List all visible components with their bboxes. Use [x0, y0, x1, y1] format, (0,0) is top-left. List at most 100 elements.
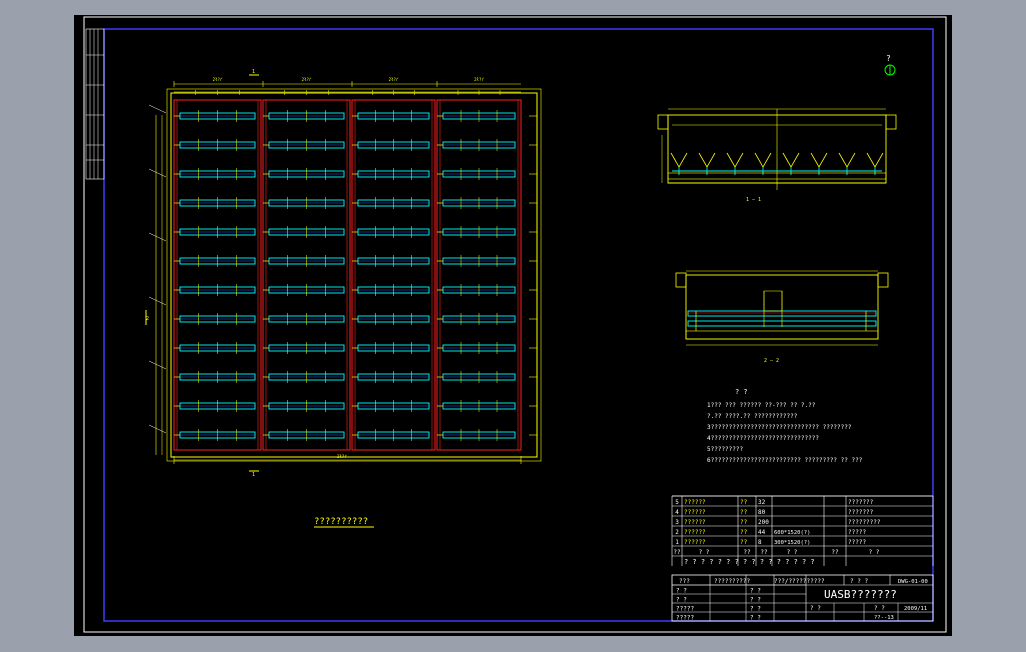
plan-pipe-row	[263, 284, 345, 296]
plan-pipe-row	[174, 429, 256, 441]
title-sheet-label: ? ?	[874, 605, 885, 612]
section-2-base	[685, 330, 879, 340]
bom-row: 4????????80???????	[672, 505, 933, 516]
title-left-row-label: ? ?	[676, 588, 687, 595]
section-1-base	[667, 172, 887, 180]
bom-row: 3????????200?????????	[672, 515, 933, 526]
title-left-row-value: ? ?	[750, 597, 761, 604]
plan-pipe-row	[174, 139, 256, 151]
bom-row-remark: ???????	[848, 499, 874, 506]
plan-cell	[173, 99, 262, 451]
plan-caption: ??????????	[314, 517, 368, 527]
section-1-view	[657, 108, 897, 190]
drawing-title: UASB???????	[824, 588, 897, 601]
detail-marker: ?	[884, 54, 896, 76]
plan-pipe-row	[263, 371, 345, 383]
plan-outline-outer	[166, 88, 542, 462]
plan-pipe-row	[263, 400, 345, 412]
plan-cell	[351, 99, 436, 451]
section-1-hood-shape	[698, 152, 716, 168]
plan-pipe-row	[263, 110, 345, 122]
bom-row-name: ??????	[684, 529, 706, 536]
plan-cell-wall	[436, 99, 522, 451]
plan-walls	[166, 88, 542, 462]
plan-leader-line	[148, 360, 167, 370]
title-left-row-label: ?????	[676, 606, 694, 613]
bom-row-name: ??????	[684, 509, 706, 516]
plan-pipe-row	[437, 255, 516, 267]
section-1-left-ledge	[657, 114, 669, 130]
plan-pipe-row	[352, 197, 430, 209]
plan-pipe-row	[437, 284, 516, 296]
plan-cell-wall	[351, 99, 436, 451]
section-1-hood	[866, 152, 884, 175]
plan-pipe-row	[437, 110, 516, 122]
bom-row-spec: 300*1520(?)	[774, 540, 810, 546]
title-sheet-no: ??--13	[874, 615, 894, 621]
title-r1c2: ??????????	[714, 578, 751, 585]
plan-top-dim-label: 2ł?ŕ	[389, 77, 399, 82]
plan-pipe-row	[352, 284, 430, 296]
title-block: ????????????????/??????????? ? ?DWG-01-0…	[671, 574, 934, 622]
notes-block: ? ? 1??? ??? ?????? ??-??? ?? ?.?? ?.?? …	[707, 388, 863, 464]
plan-leader-line	[148, 424, 167, 434]
plan-pipe-row	[263, 226, 345, 238]
bom-row-qty: 32	[758, 499, 766, 506]
bom-row-unit: ??	[740, 509, 748, 516]
section-1-hood-shape	[810, 152, 828, 168]
plan-pipes	[174, 110, 516, 441]
section-1-hood-shape	[726, 152, 744, 168]
section-1-hood-shape	[838, 152, 856, 168]
title-left-row-value: ? ?	[750, 606, 761, 613]
title-left-row-label: ?????	[676, 615, 694, 622]
plan-pipe-row	[174, 197, 256, 209]
bom-row-unit: ??	[740, 539, 748, 546]
plan-cell-wall	[173, 99, 262, 451]
bom-row-remark: ?????????	[848, 519, 881, 526]
plan-pipe-row	[437, 139, 516, 151]
plan-pipe-row	[263, 255, 345, 267]
title-block-frame	[671, 574, 934, 622]
bom-row-qty: 200	[758, 519, 769, 526]
bom-header-cell: ? ?	[787, 549, 798, 556]
section-2-left-ledge	[675, 272, 687, 288]
plan-pipe-row	[174, 400, 256, 412]
bom-row-unit: ??	[740, 529, 748, 536]
plan-pipe-row	[437, 371, 516, 383]
bom-row-no: 4	[675, 509, 679, 516]
plan-pipe-row	[174, 168, 256, 180]
plan-pipe-row	[174, 255, 256, 267]
title-left-row-value: ? ?	[750, 588, 761, 595]
notes-title: ? ?	[735, 388, 748, 396]
title-r1c3: ???/??????????	[774, 578, 825, 585]
section-1-hood-shape	[782, 152, 800, 168]
title-scale-label: ? ?	[810, 605, 821, 612]
plan-pipe-row	[263, 313, 345, 325]
bom-header-cell: ? ?	[699, 549, 710, 556]
plan-pipe-row	[352, 342, 430, 354]
detail-marker-label: ?	[886, 54, 891, 63]
bom-row-no: 2	[675, 529, 679, 536]
notes-line-6: 6????????????????????????? ????????? ?? …	[707, 457, 863, 464]
plan-pipe-row	[352, 313, 430, 325]
section-2-support-box	[763, 290, 783, 312]
revision-strip	[85, 28, 105, 180]
bom-row-no: 3	[675, 519, 679, 526]
plan-pipe-row	[263, 429, 345, 441]
title-date: 2009/11	[904, 606, 927, 612]
plan-pipe-row	[437, 226, 516, 238]
bom-header-cell: ? ?	[869, 549, 880, 556]
section-2-right-ledge	[877, 272, 889, 288]
bom-header-cell: ??	[743, 549, 751, 556]
plan-pipe-row	[352, 429, 430, 441]
section-2-caption: 2 — 2	[764, 358, 779, 364]
outer-border	[83, 16, 947, 633]
plan-top-dim-label: 2ł?ŕ	[302, 77, 312, 82]
plan-leader-line	[148, 104, 167, 114]
section-2-view	[675, 270, 889, 346]
